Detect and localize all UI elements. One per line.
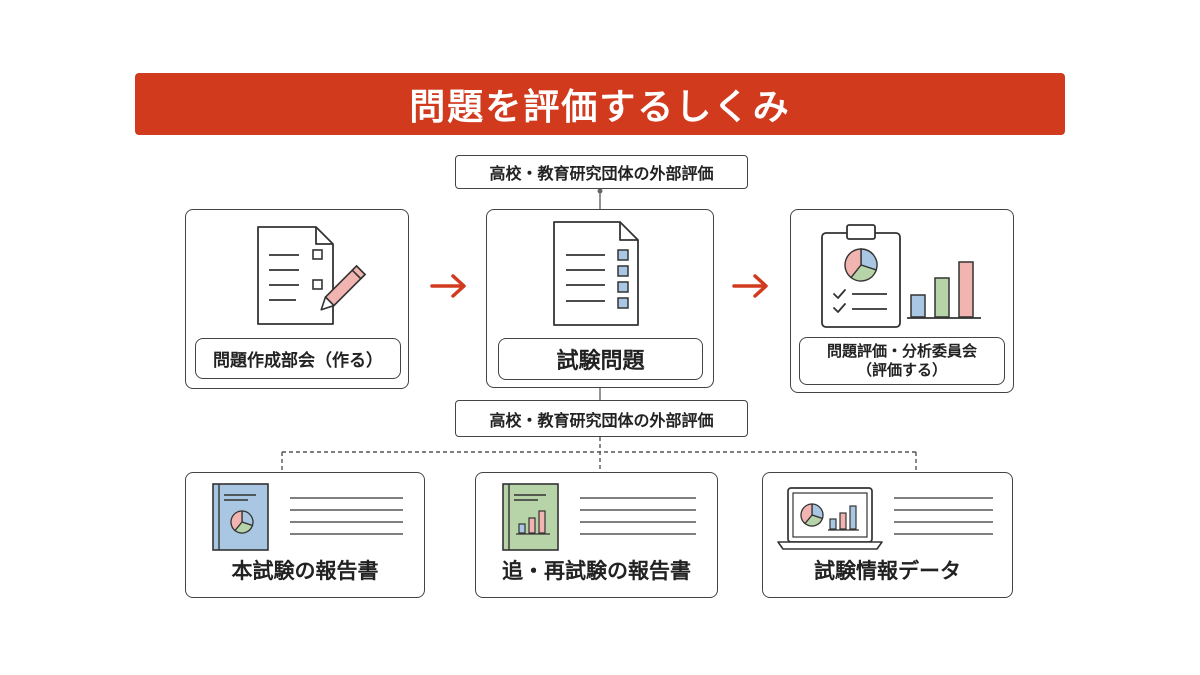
output-exam-data-panel: 試験情報データ: [762, 472, 1013, 598]
step-evaluate-text-line1: 問題評価・分析委員会: [826, 342, 977, 360]
output-main-report-label: 本試験の報告書: [231, 559, 379, 583]
exam-document-icon: [553, 221, 639, 326]
arrow-right-icon: [430, 274, 466, 298]
step-exam-label: 試験問題: [498, 338, 703, 380]
output-exam-data-label: 試験情報データ: [814, 559, 961, 583]
arrow-right-icon: [732, 274, 768, 298]
step-evaluate-panel: 問題評価・分析委員会 （評価する）: [790, 209, 1014, 393]
clipboard-chart-icon: [821, 224, 981, 328]
step-create-panel: 問題作成部会（作る）: [185, 209, 409, 389]
output-retake-report-label: 追・再試験の報告書: [502, 559, 691, 583]
laptop-chart-icon: [777, 487, 993, 550]
step-create-text: 問題作成部会（作る）: [213, 351, 383, 371]
step-exam-text: 試験問題: [556, 349, 645, 374]
page-title: 問題を評価するしくみ: [409, 87, 791, 128]
report-book-bar-icon: [502, 483, 696, 551]
step-create-label: 問題作成部会（作る）: [195, 338, 401, 379]
output-main-report-panel: 本試験の報告書: [185, 472, 425, 598]
external-evaluation-top-text: 高校・教育研究団体の外部評価: [489, 164, 714, 183]
title-banner: 問題を評価するしくみ: [135, 73, 1065, 135]
output-retake-report-panel: 追・再試験の報告書: [475, 472, 718, 598]
step-evaluate-label: 問題評価・分析委員会 （評価する）: [799, 337, 1005, 385]
step-exam-panel: 試験問題: [486, 209, 714, 388]
external-evaluation-top-label: 高校・教育研究団体の外部評価: [455, 155, 748, 189]
report-book-pie-icon: [212, 483, 403, 551]
external-evaluation-mid-text: 高校・教育研究団体の外部評価: [489, 410, 714, 430]
document-pencil-icon: [257, 226, 367, 325]
external-evaluation-mid-label: 高校・教育研究団体の外部評価: [455, 400, 748, 437]
step-evaluate-text-line2: （評価する）: [856, 361, 947, 379]
